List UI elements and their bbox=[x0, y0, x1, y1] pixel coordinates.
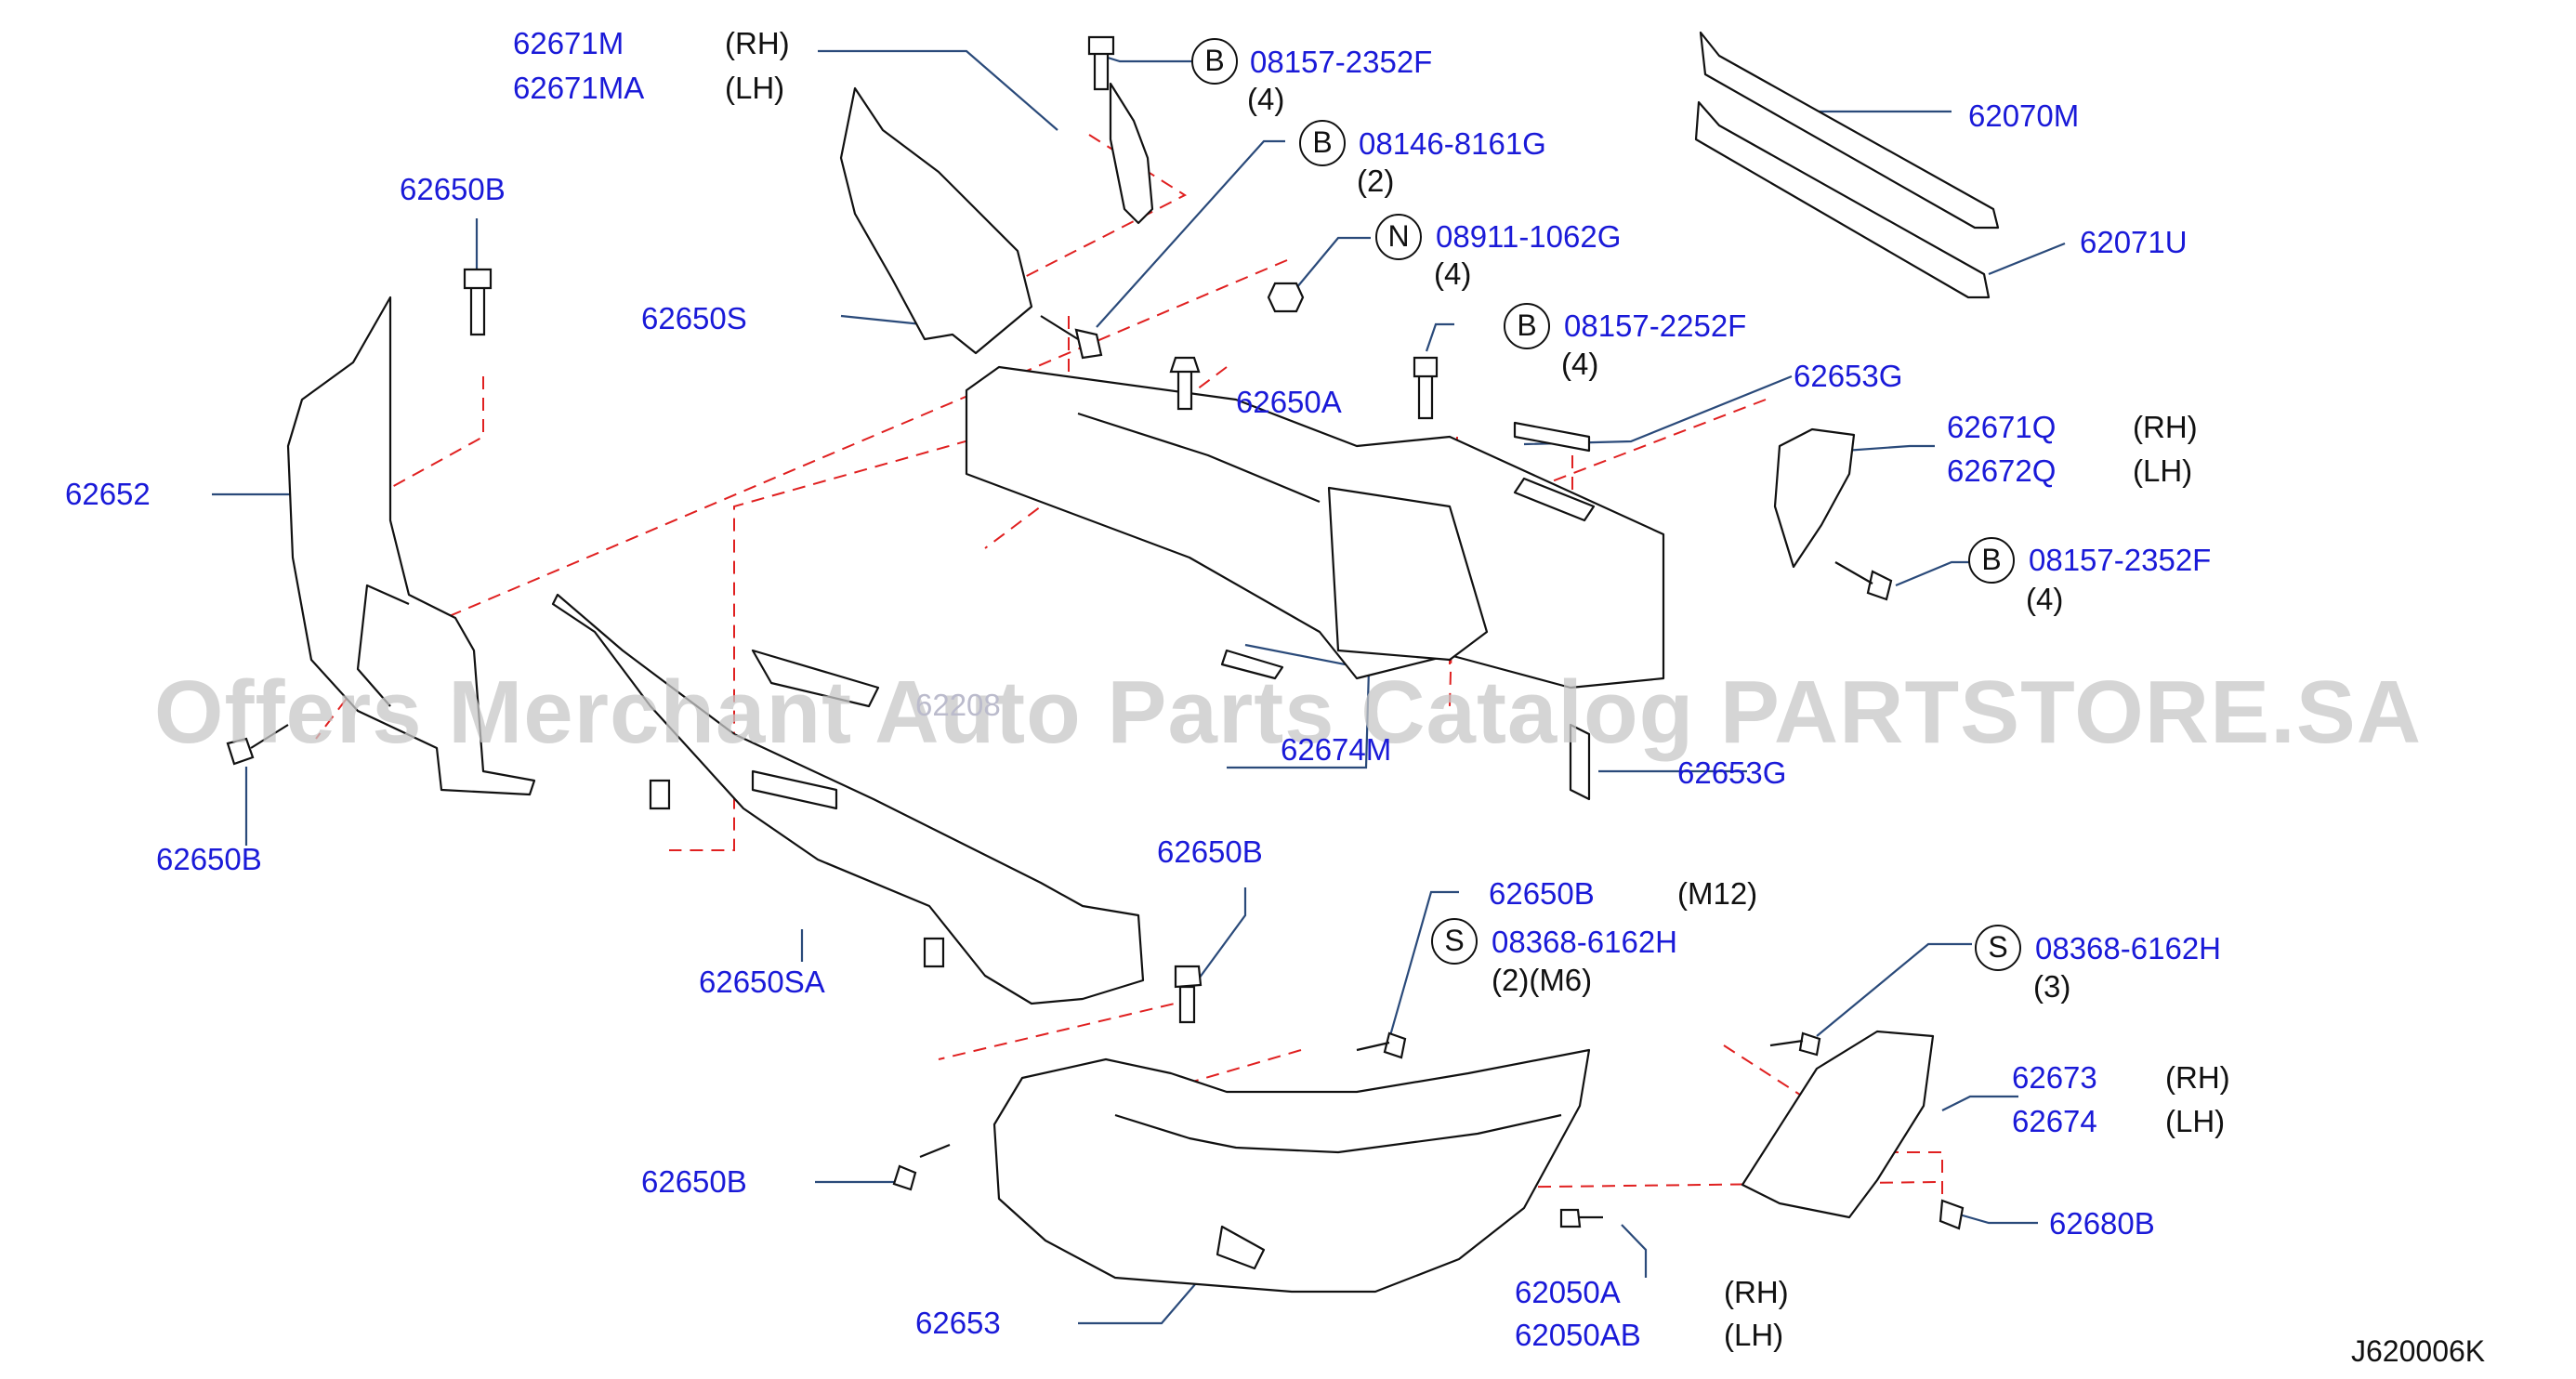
part-label[interactable]: 08911-1062G bbox=[1436, 219, 1622, 254]
part-label[interactable]: 08157-2252F bbox=[1564, 309, 1747, 343]
fastener-icons bbox=[226, 35, 1965, 1230]
side-note: (LH) bbox=[2165, 1104, 2226, 1138]
part-label[interactable]: 62671M bbox=[513, 26, 624, 60]
watermark: Offers Merchant Auto Parts Catalog PARTS… bbox=[153, 663, 2423, 762]
part-label[interactable]: 62671MA bbox=[513, 71, 645, 105]
clip-icon bbox=[649, 779, 671, 810]
part-label[interactable]: 62671Q bbox=[1947, 410, 2057, 444]
clip-icon bbox=[1939, 1199, 1965, 1230]
diagram-code: J620006K bbox=[2351, 1334, 2486, 1368]
quantity: (4) bbox=[1561, 347, 1599, 381]
bolt-icon bbox=[1040, 315, 1103, 360]
part-label[interactable]: 62653G bbox=[1794, 359, 1903, 393]
quantity: (4) bbox=[1434, 256, 1472, 291]
part-label[interactable]: 62050AB bbox=[1515, 1318, 1641, 1352]
part-label[interactable]: 62653 bbox=[915, 1306, 1001, 1340]
bolt-icon bbox=[1834, 561, 1893, 601]
part-label[interactable]: 62070M bbox=[1968, 98, 2080, 133]
bolt-icon bbox=[1087, 35, 1115, 91]
bolt-icon bbox=[1174, 965, 1203, 1024]
clip-icon bbox=[923, 937, 945, 968]
badge-icon: B bbox=[1191, 38, 1238, 85]
bolt-icon bbox=[1356, 1031, 1407, 1059]
leader-lines bbox=[212, 49, 2066, 1325]
quantity: (4) bbox=[2026, 582, 2064, 616]
part-label[interactable]: 62650B bbox=[1489, 876, 1595, 911]
part-label[interactable]: 08368-6162H bbox=[2035, 931, 2221, 965]
part-label[interactable]: 62680B bbox=[2049, 1206, 2155, 1241]
bolt-icon bbox=[1413, 356, 1439, 420]
badge-icon: B bbox=[1299, 120, 1346, 166]
part-label[interactable]: 08146-8161G bbox=[1359, 126, 1546, 161]
badge-icon: B bbox=[1504, 303, 1550, 349]
part-label[interactable]: 62650S bbox=[641, 301, 747, 335]
part-label[interactable]: 62050A bbox=[1515, 1275, 1621, 1309]
part-outlines bbox=[286, 31, 2000, 1294]
part-label[interactable]: 62653G bbox=[1677, 755, 1787, 790]
bolt-icon bbox=[226, 724, 289, 766]
part-label[interactable]: 62673 bbox=[2012, 1060, 2097, 1095]
part-label[interactable]: 62650B bbox=[156, 842, 262, 876]
part-label[interactable]: 08157-2352F bbox=[1250, 45, 1433, 79]
side-note: (RH) bbox=[2165, 1060, 2230, 1095]
side-note: (LH) bbox=[725, 71, 785, 105]
part-label[interactable]: 62650B bbox=[1157, 834, 1263, 869]
badge-icon: S bbox=[1975, 925, 2021, 971]
badge-icon: S bbox=[1431, 918, 1478, 965]
part-label[interactable]: 62674M bbox=[1281, 732, 1392, 767]
part-label[interactable]: 62652 bbox=[65, 477, 151, 511]
part-label[interactable]: 62650SA bbox=[699, 965, 825, 999]
bolt-icon bbox=[1769, 1031, 1821, 1057]
side-note: (LH) bbox=[2133, 453, 2193, 488]
badge-icon: N bbox=[1375, 214, 1422, 260]
part-label[interactable]: 08157-2352F bbox=[2029, 543, 2212, 577]
badge-icon: B bbox=[1968, 537, 2015, 584]
part-label[interactable]: 62071U bbox=[2080, 225, 2188, 259]
quantity: (3) bbox=[2033, 969, 2071, 1004]
quantity: (2)(M6) bbox=[1492, 963, 1593, 997]
bolt-icon bbox=[1559, 1208, 1603, 1228]
part-label[interactable]: 62650B bbox=[400, 172, 506, 206]
quantity: (4) bbox=[1247, 82, 1285, 116]
side-note: (RH) bbox=[1724, 1275, 1789, 1309]
part-label[interactable]: 62650A bbox=[1236, 385, 1342, 419]
part-label[interactable]: 62650B bbox=[641, 1164, 747, 1199]
side-note: (LH) bbox=[1724, 1318, 1784, 1352]
side-note: (RH) bbox=[725, 26, 790, 60]
side-note: (M12) bbox=[1677, 876, 1758, 911]
part-label[interactable]: 08368-6162H bbox=[1492, 925, 1677, 959]
part-label[interactable]: 62672Q bbox=[1947, 453, 2057, 488]
bolt-icon bbox=[1169, 356, 1201, 411]
nut-icon bbox=[1267, 282, 1305, 313]
bolt-icon bbox=[463, 268, 493, 336]
side-note: (RH) bbox=[2133, 410, 2198, 444]
part-label[interactable]: 62208 bbox=[915, 688, 1001, 722]
bolt-icon bbox=[892, 1143, 951, 1191]
quantity: (2) bbox=[1357, 164, 1395, 198]
part-label[interactable]: 62674 bbox=[2012, 1104, 2097, 1138]
